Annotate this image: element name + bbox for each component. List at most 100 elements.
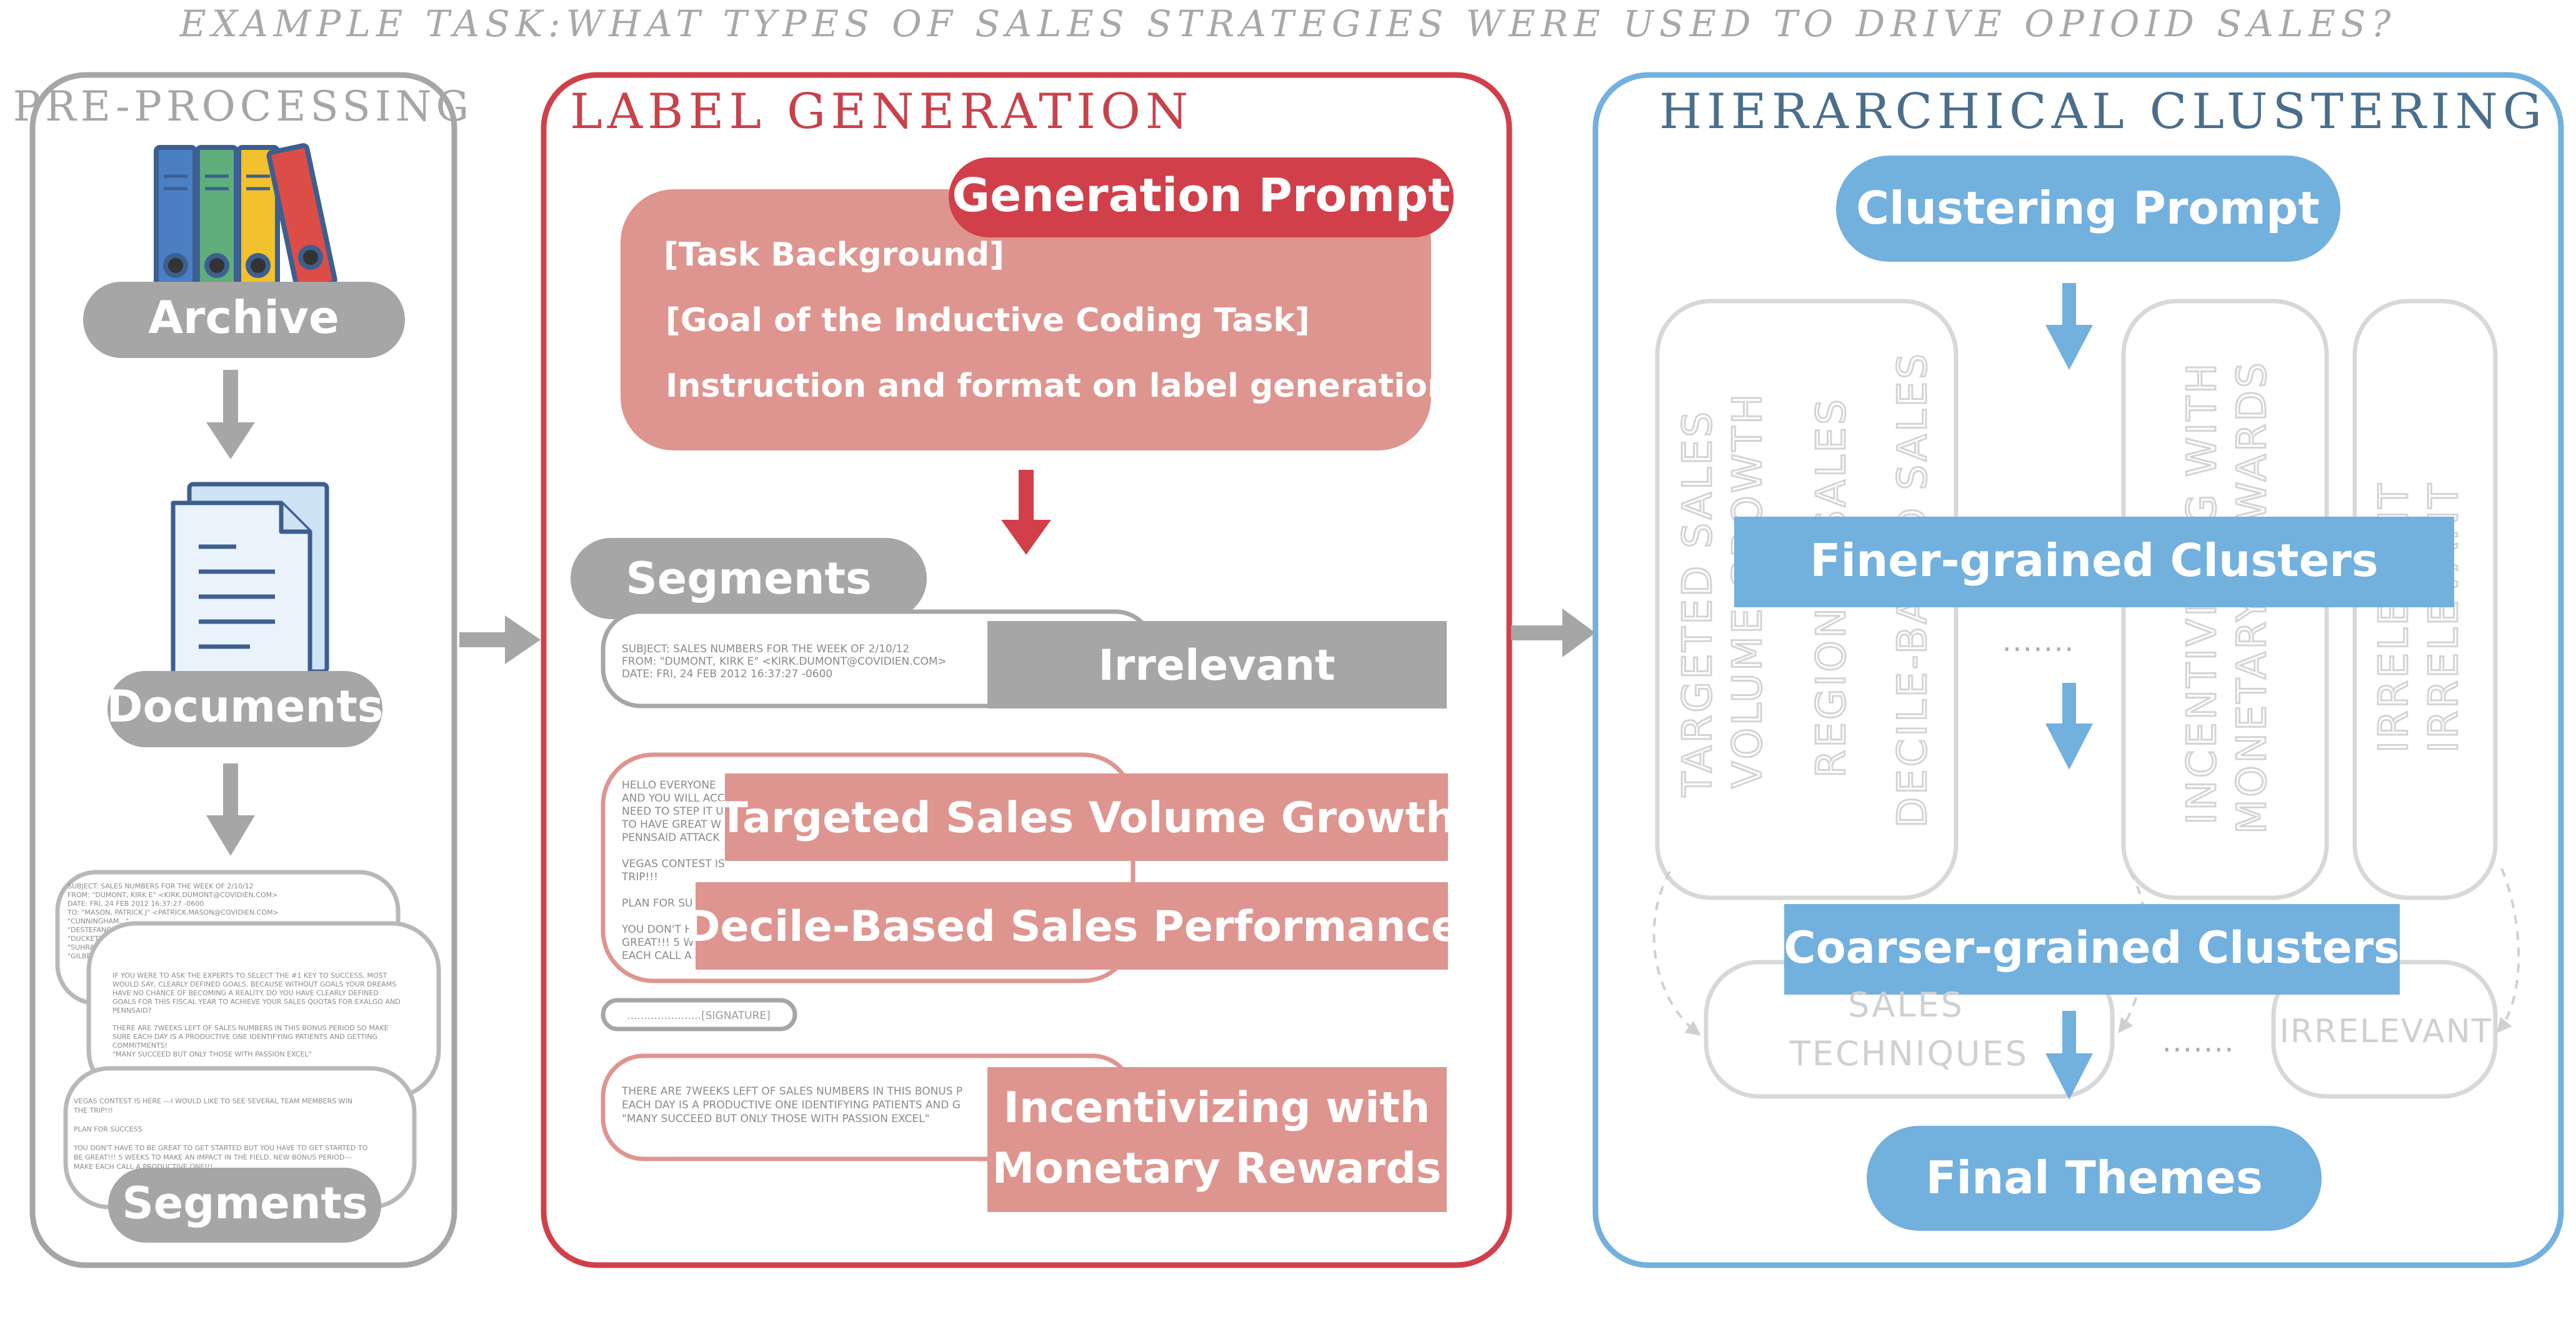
- arrow-down-icon: [2045, 683, 2093, 770]
- arrow-down-icon: [206, 370, 255, 459]
- segment-text-line: THERE ARE 7WEEKS LEFT OF SALES NUMBERS I…: [621, 1085, 962, 1098]
- clustering-heading: HIERARCHICAL CLUSTERING: [1659, 84, 2547, 140]
- svg-text:TARGETED SALES: TARGETED SALES: [1675, 409, 1721, 797]
- segment-text-line: SURE EACH DAY IS A PRODUCTIVE ONE IDENTI…: [112, 1033, 377, 1041]
- final-themes-label: Final Themes: [1925, 1151, 2262, 1204]
- segment-text-line: VEGAS CONTEST IS HERE ---I WOULD LIKE TO…: [74, 1097, 352, 1105]
- segment-text-line: TO: "MASON, PATRICK J" <PATRICK.MASON@CO…: [67, 908, 279, 917]
- documents-icon: [171, 482, 329, 690]
- segment-text: SUBJECT: SALES NUMBERS FOR THE WEEK OF 2…: [622, 643, 947, 680]
- preprocessing-frame: [29, 72, 457, 1268]
- label-generation-frame: [541, 72, 1512, 1268]
- segment-text-line: EACH CALL A: [622, 950, 692, 962]
- prompt-line-instruction: Instruction and format on label generati…: [666, 367, 1450, 405]
- segment-card: IF YOU WERE TO ASK THE EXPERTS TO SELECT…: [86, 921, 441, 1100]
- clustering-prompt-title: Clustering Prompt: [1856, 182, 2320, 234]
- coarser-clusters-box: [1784, 904, 2400, 995]
- segment-text-line: WOULD SAY, CLEARLY DEFINED GOALS. BECAUS…: [112, 980, 396, 988]
- segment-text-line: PENNSAID ATTACK: [622, 832, 720, 844]
- clustering-frame: [1592, 72, 2564, 1268]
- label-decile-based-sales-performance: Decile-Based Sales Performance: [685, 902, 1460, 952]
- archive-label: Archive: [148, 291, 339, 344]
- final-themes-pill: [1867, 1126, 2322, 1231]
- ellipsis-bottom: .......: [2162, 1025, 2235, 1058]
- segment-text-line: TRIP!!!: [621, 871, 658, 883]
- segment-text-line: VEGAS CONTEST IS: [622, 858, 725, 870]
- segments-label: Segments: [626, 553, 871, 604]
- segment-text-line: DATE: FRI, 24 FEB 2012 16:37:27 -0600: [622, 668, 832, 680]
- generation-prompt-pill: [949, 157, 1454, 237]
- label-generation-heading: LABEL GENERATION: [570, 84, 1193, 140]
- segment-text-line: THE TRIP!!!: [73, 1106, 113, 1115]
- arrow-down-icon: [2045, 283, 2093, 370]
- arrow-down-icon: [2045, 1011, 2093, 1100]
- segment-text-line: DATE: FRI, 24 FEB 2012 16:37:27 -0600: [67, 900, 204, 908]
- segment-text-line: SUBJECT: SALES NUMBERS FOR THE WEEK OF 2…: [622, 643, 909, 655]
- generation-prompt-title: Generation Prompt: [952, 169, 1450, 222]
- segment-text: IF YOU WERE TO ASK THE EXPERTS TO SELECT…: [112, 972, 401, 1076]
- signature-text: ......................[SIGNATURE]: [627, 1010, 771, 1022]
- segment-text-line: PLAN FOR SU: [622, 897, 692, 910]
- documents-label: Documents: [107, 681, 384, 732]
- segment-text-line: COMMITMENTS!: [112, 1041, 167, 1050]
- archive-pill: [83, 282, 405, 358]
- segment-text-line: THERE ARE 7WEEKS LEFT OF SALES NUMBERS I…: [112, 1024, 389, 1032]
- label-generation-panel: LABEL GENERATION Generation Prompt [Task…: [541, 72, 1512, 1268]
- segment-text: VEGAS CONTEST IS HERE ---I WOULD LIKE TO…: [73, 1097, 368, 1171]
- arrow-right-icon: [1511, 609, 1595, 657]
- sales-techniques-label-2: TECHNIQUES: [1789, 1034, 2029, 1073]
- clustering-prompt-pill: [1836, 156, 2340, 262]
- sales-techniques-label-1: SALES: [1848, 985, 1964, 1025]
- prompt-line-goal: [Goal of the Inductive Coding Task]: [666, 302, 1310, 339]
- label-targeted-sales-volume-growth: Targeted Sales Volume Growth: [719, 793, 1455, 843]
- arrow-right-icon: [459, 615, 541, 664]
- segment-text-line: HELLO EVERYONE: [622, 779, 716, 792]
- documents-pill: [107, 671, 382, 747]
- label-irrelevant-box: [987, 621, 1447, 708]
- segment-text-line: "CUNNINGHAM...": [67, 917, 129, 925]
- arrow-down-icon: [1001, 470, 1051, 555]
- segment-text-line: FROM: "DUMONT, KIRK E" <KIRK.DUMONT@COVI…: [67, 891, 277, 899]
- segment-text-line: FROM: "DUMONT, KIRK E" <KIRK.DUMONT@COVI…: [622, 655, 947, 668]
- segment-text-line: GOALS FOR THIS FISCAL YEAR TO ACHIEVE YO…: [112, 998, 401, 1006]
- segment-text-line: AND YOU WILL ACC: [622, 792, 725, 805]
- segment-text-line: "MANY SUCCEED BUT ONLY THOSE WITH PASSIO…: [622, 1113, 929, 1125]
- label-irrelevant: Irrelevant: [1098, 641, 1335, 690]
- arrow-down-icon: [206, 763, 255, 856]
- segment-text-line: "MANY SUCCEED BUT ONLY THOSE WITH PASSIO…: [112, 1050, 312, 1058]
- irrelevant-coarse-label: IRRELEVANT: [2280, 1013, 2493, 1050]
- segment-text-line: YOU DON'T H: [621, 923, 692, 936]
- segment-text-line: PLAN FOR SUCCESS: [74, 1125, 142, 1133]
- segments-pill: [108, 1168, 381, 1243]
- preprocessing-heading: PRE-PROCESSING: [13, 82, 474, 131]
- ellipsis-top: .......: [2002, 624, 2075, 658]
- segments-label: Segments: [122, 1178, 367, 1229]
- label-dbsp-box: [696, 882, 1448, 970]
- signature-segment: [601, 998, 797, 1031]
- task-title: EXAMPLE TASK:WHAT TYPES OF SALES STRATEG…: [179, 2, 2396, 45]
- archive-binders-icon: [154, 143, 337, 292]
- label-incentivizing-box: [987, 1067, 1447, 1212]
- segment-text-line: YOU DON'T HAVE TO BE GREAT TO GET STARTE…: [73, 1144, 368, 1152]
- segment-text-line: EACH DAY IS A PRODUCTIVE ONE IDENTIFYING…: [622, 1099, 961, 1111]
- clustering-panel: HIERARCHICAL CLUSTERING Clustering Promp…: [1592, 72, 2564, 1268]
- segment-text-line: SUBJECT: SALES NUMBERS FOR THE WEEK OF 2…: [67, 882, 254, 890]
- label-incentivizing-line1: Incentivizing with: [1004, 1083, 1430, 1133]
- segment-text-line: BE GREAT!!! 5 WEEKS TO MAKE AN IMPACT IN…: [74, 1153, 352, 1161]
- segments-pill: [571, 538, 927, 619]
- finer-clusters-box: [1734, 517, 2454, 607]
- generation-prompt-box: [621, 189, 1431, 450]
- segment-text-line: GREAT!!! 5 W: [622, 937, 694, 949]
- segment-text-line: NEED TO STEP IT U: [622, 805, 724, 818]
- label-incentivizing-line2: Monetary Rewards: [992, 1144, 1442, 1193]
- prompt-line-task-background: [Task Background]: [664, 236, 1004, 274]
- segment-text-line: TO HAVE GREAT W: [621, 818, 721, 831]
- finer-clusters-label: Finer-grained Clusters: [1810, 534, 2379, 587]
- segment-text-line: HAVE NO CHANCE OF BECOMING A REALITY. DO…: [112, 989, 379, 997]
- label-tsvg-box: [725, 773, 1448, 861]
- preprocessing-panel: PRE-PROCESSING Archive: [13, 72, 474, 1268]
- coarser-clusters-label: Coarser-grained Clusters: [1784, 922, 2400, 973]
- segment-text: THERE ARE 7WEEKS LEFT OF SALES NUMBERS I…: [621, 1085, 962, 1125]
